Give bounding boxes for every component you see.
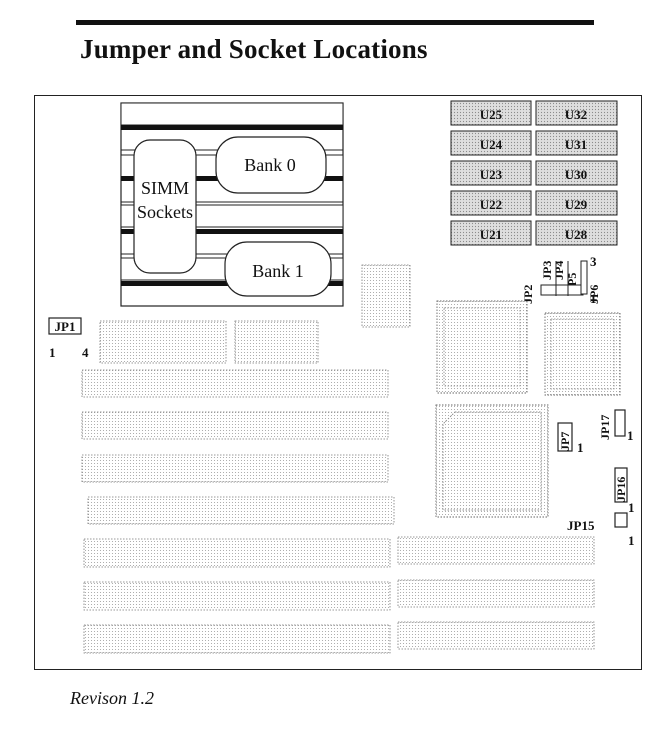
connector-dotted	[99, 320, 227, 364]
jp15-jumper: JP15 1	[567, 512, 635, 548]
chip-label: U30	[565, 167, 587, 182]
chip-u24	[450, 130, 532, 156]
simm-label-line1: SIMM	[141, 178, 189, 198]
revision-footer: Revison 1.2	[70, 688, 154, 708]
bank1-callout	[224, 241, 332, 297]
jp1-pin-left: 1	[49, 345, 56, 360]
jp17-jumper: JP17 1	[598, 409, 634, 443]
chip-u32	[535, 100, 618, 126]
jp16-jumper: JP16 1	[614, 467, 635, 515]
jumper-cluster-jp2-jp6: JP2 JP3 JP4 JP5 JP6 3 1	[521, 254, 601, 306]
jp6-label: JP6	[587, 285, 601, 304]
cpu-socket	[435, 404, 549, 518]
chipset-chip	[436, 300, 528, 394]
jp7-pin: 1	[577, 440, 584, 455]
jp1-jumper: JP1 1 4	[48, 317, 89, 360]
jp3-label: JP3	[540, 261, 554, 280]
expansion-slot-extension	[397, 621, 595, 650]
chip-u31	[535, 130, 618, 156]
chip-u30	[535, 160, 618, 186]
bank1-label: Bank 1	[252, 261, 304, 281]
cache-chip-grid: U25 U24 U23 U22 U21 U32 U31 U30 U29 U28	[450, 100, 618, 246]
chip-u29	[535, 190, 618, 216]
small-chip-socket	[361, 264, 411, 328]
expansion-slot	[81, 454, 389, 483]
jp15-pin: 1	[628, 533, 635, 548]
motherboard-outline	[34, 95, 642, 670]
simm-sockets-callout	[133, 139, 197, 274]
connector-dotted	[234, 320, 319, 364]
chip-label: U28	[565, 227, 588, 242]
jp6-header	[580, 260, 588, 295]
title-rule	[76, 20, 594, 25]
jp7-jumper: JP7 1	[557, 422, 584, 455]
chip-u23	[450, 160, 532, 186]
expansion-slot	[81, 369, 389, 398]
jp3-jp5-block	[540, 284, 584, 296]
chip-label: U31	[565, 137, 587, 152]
expansion-slot	[83, 538, 391, 568]
chip-u21	[450, 220, 532, 246]
simm-label-line2: Sockets	[137, 202, 193, 222]
chip-label: U24	[480, 137, 503, 152]
chip-u22	[450, 190, 532, 216]
jp7-label: JP7	[558, 432, 572, 451]
jp15-label: JP15	[567, 518, 595, 533]
expansion-slot	[87, 496, 395, 525]
chip-label: U25	[480, 107, 503, 122]
simm-socket-row	[120, 102, 344, 130]
jp1-pin-right: 4	[82, 345, 89, 360]
page-title: Jumper and Socket Locations	[80, 34, 428, 64]
jp16-pin: 1	[628, 500, 635, 515]
chip-label: U21	[480, 227, 502, 242]
bank0-callout	[215, 136, 327, 194]
chip-label: U29	[565, 197, 588, 212]
simm-socket-area: SIMM Sockets Bank 0 Bank 1	[120, 102, 344, 307]
chip-u28	[535, 220, 618, 246]
jp17-label: JP17	[598, 415, 612, 440]
chip-label: U32	[565, 107, 587, 122]
jp17-pin: 1	[627, 428, 634, 443]
chip-u25	[450, 100, 532, 126]
jp6-pin-bottom: 1	[590, 291, 597, 306]
expansion-slot-extension	[397, 579, 595, 608]
jp16-label: JP16	[614, 477, 628, 502]
expansion-slot	[83, 624, 391, 654]
expansion-slot	[83, 581, 391, 611]
jp6-pin-top: 3	[590, 254, 597, 269]
chipset-chip	[544, 312, 621, 396]
jp4-label: JP4	[552, 261, 566, 280]
bank0-label: Bank 0	[244, 155, 296, 175]
jp2-label: JP2	[521, 285, 535, 304]
expansion-slots	[81, 369, 595, 654]
chip-label: U22	[480, 197, 502, 212]
jp1-label: JP1	[55, 319, 76, 334]
chip-label: U23	[480, 167, 503, 182]
expansion-slot-extension	[397, 536, 595, 565]
expansion-slot	[81, 411, 389, 440]
